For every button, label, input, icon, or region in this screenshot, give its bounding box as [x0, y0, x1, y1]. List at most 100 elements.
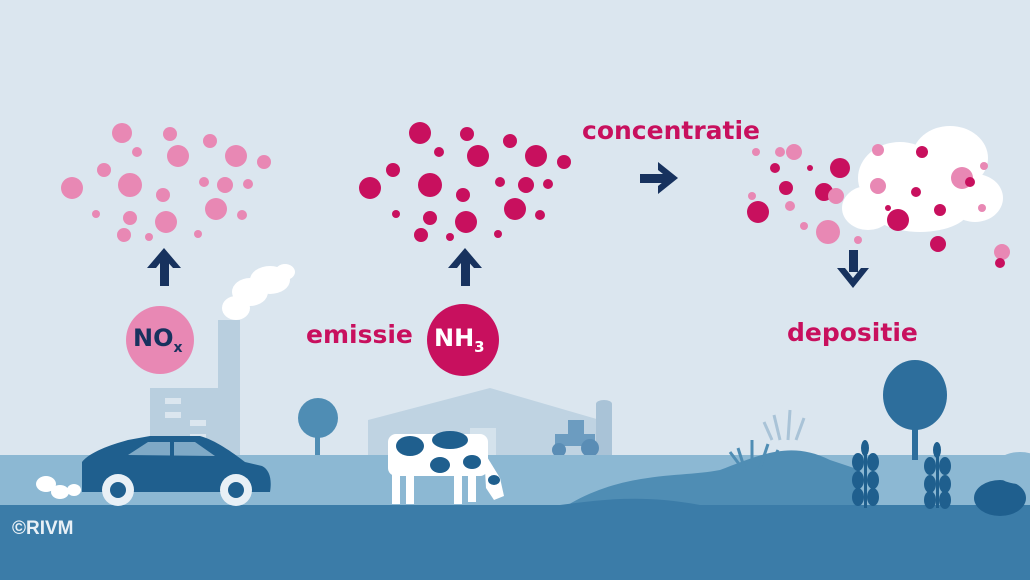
nh3-particle [518, 177, 534, 193]
concentration-particle [830, 158, 850, 178]
nh3-particle [359, 177, 381, 199]
arrow-up-nox [147, 248, 181, 286]
concentration-particle [995, 258, 1005, 268]
tree-right [883, 360, 947, 460]
plant-2 [924, 442, 951, 509]
nh3-subscript: 3 [474, 338, 485, 356]
nox-particle [61, 177, 83, 199]
silo [596, 400, 612, 460]
concentration-particle [786, 144, 802, 160]
nh3-particle [409, 122, 431, 144]
nh3-particle [423, 211, 437, 225]
nh3-particle [418, 173, 442, 197]
exhaust-puffs [36, 476, 81, 499]
depositie-label: depositie [787, 318, 918, 347]
nh3-particle [503, 134, 517, 148]
concentratie-label: concentratie [582, 116, 760, 145]
arrow-down-deposition [837, 250, 869, 288]
smoke-cloud [222, 264, 295, 320]
nh3-symbol: NH [434, 324, 475, 352]
tractor [552, 420, 599, 457]
concentration-particle [978, 204, 986, 212]
credit-text: ©RIVM [12, 518, 74, 539]
nox-circle [126, 306, 194, 374]
nh3-particle [455, 211, 477, 233]
concentration-particle [870, 178, 886, 194]
nh3-particle [557, 155, 571, 169]
nox-subscript: x [173, 340, 183, 356]
concentration-particle [885, 205, 891, 211]
nox-particle [205, 198, 227, 220]
nh3-particle [535, 210, 545, 220]
nox-particle [257, 155, 271, 169]
concentration-particle [916, 146, 928, 158]
nox-particle [237, 210, 247, 220]
nh3-label: NH3 [434, 324, 485, 356]
concentration-particle [748, 192, 756, 200]
concentration-particle [980, 162, 988, 170]
nh3-particle [543, 179, 553, 189]
nh3-particle [494, 230, 502, 238]
nox-particles [61, 123, 271, 242]
concentration-particle [816, 220, 840, 244]
arrow-right-concentration [640, 162, 678, 194]
nh3-particle [525, 145, 547, 167]
concentration-particle [934, 204, 946, 216]
nh3-particle [495, 177, 505, 187]
nox-particle [155, 211, 177, 233]
concentration-particles [747, 144, 1010, 268]
nox-particle [163, 127, 177, 141]
nox-particle [167, 145, 189, 167]
nox-particle [145, 233, 153, 241]
reeds-far [762, 409, 806, 441]
concentration-particle [785, 201, 795, 211]
nox-particle [117, 228, 131, 242]
reeds [728, 440, 780, 471]
emissie-label: emissie [306, 320, 413, 349]
concentration-particle [911, 187, 921, 197]
nox-particle [194, 230, 202, 238]
nh3-particle [414, 228, 428, 242]
nox-particle [203, 134, 217, 148]
concentration-particle [828, 188, 844, 204]
cow [388, 431, 504, 504]
nh3-particle [386, 163, 400, 177]
nh3-particle [504, 198, 526, 220]
ground-bottom [0, 505, 1030, 580]
plant-1 [852, 440, 879, 508]
arrow-up-nh3 [448, 248, 482, 286]
nh3-particles [359, 122, 571, 242]
bush [974, 452, 1030, 516]
nox-particle [199, 177, 209, 187]
concentration-particle [872, 144, 884, 156]
nox-particle [243, 179, 253, 189]
nh3-particle [392, 210, 400, 218]
nox-particle [156, 188, 170, 202]
concentration-particle [747, 201, 769, 223]
concentration-particle [779, 181, 793, 195]
concentration-particle [770, 163, 780, 173]
concentration-particle [887, 209, 909, 231]
concentration-particle [807, 165, 813, 171]
nox-particle [112, 123, 132, 143]
nh3-particle [467, 145, 489, 167]
nox-particle [217, 177, 233, 193]
concentration-particle [752, 148, 760, 156]
nox-particle [97, 163, 111, 177]
nox-particle [132, 147, 142, 157]
nox-particle [92, 210, 100, 218]
nh3-particle [434, 147, 444, 157]
tree-left [298, 398, 338, 460]
concentration-particle [965, 177, 975, 187]
nox-particle [118, 173, 142, 197]
nh3-particle [456, 188, 470, 202]
concentration-particle [800, 222, 808, 230]
nh3-particle [460, 127, 474, 141]
nox-particle [225, 145, 247, 167]
nox-label: NOx [133, 324, 183, 356]
concentration-particle [930, 236, 946, 252]
concentration-particle [854, 236, 862, 244]
concentration-particle [994, 244, 1010, 260]
